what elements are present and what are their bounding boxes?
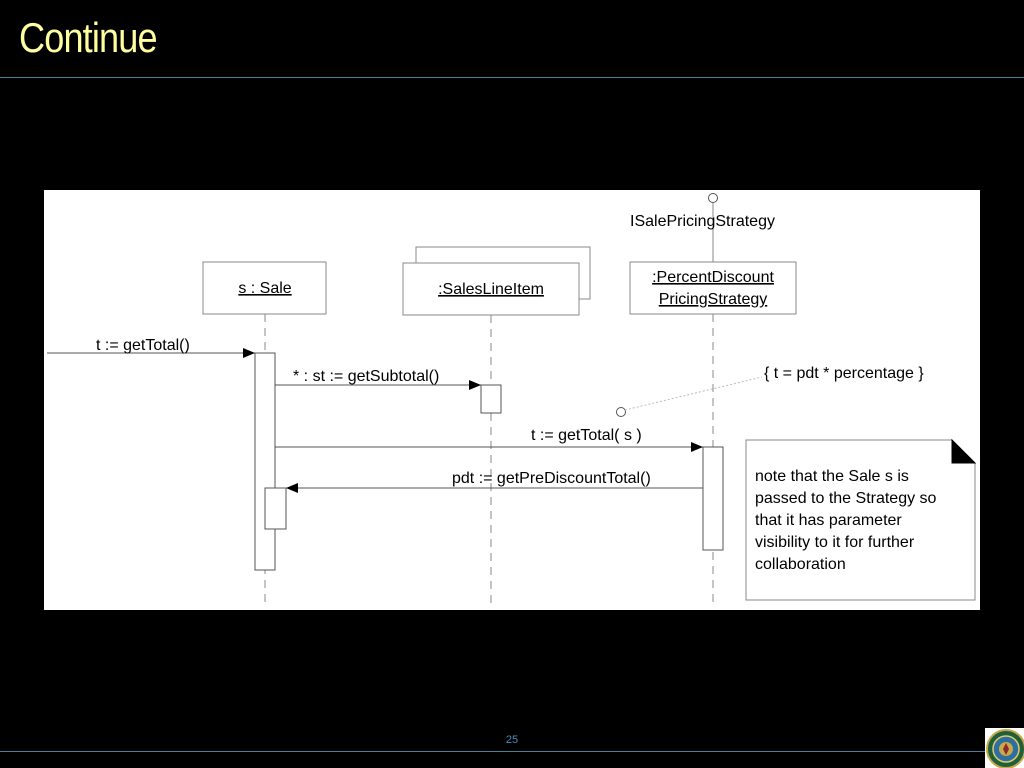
activation-sale-nested (264, 487, 287, 530)
constraint-connector (624, 376, 763, 411)
note-box (745, 439, 976, 601)
note-corner-fold-icon (951, 438, 977, 464)
interface-lollipop-icon (708, 193, 718, 203)
activation-sale (254, 352, 276, 571)
message-label-get-pre-discount: pdt := getPreDiscountTotal() (452, 470, 651, 487)
note-line: visibility to it for further (755, 534, 915, 551)
activation-sales-line-item (480, 384, 502, 414)
seal-icon (986, 729, 1024, 768)
lifeline-label-strategy-line1: :PercentDiscount (652, 269, 774, 286)
note-line: passed to the Strategy so (755, 490, 937, 507)
sequence-diagram-canvas: ISalePricingStrategy s : Sale :SalesLine… (47, 193, 977, 604)
slide-title: Continue (19, 14, 158, 61)
message-label-get-total-s: t := getTotal( s ) (531, 427, 642, 444)
note-line: that it has parameter (755, 512, 902, 529)
note-line: note that the Sale s is (755, 468, 909, 485)
activation-strategy (702, 446, 724, 551)
lifeline-head-strategy (629, 261, 797, 315)
footer-divider (0, 751, 1024, 752)
lifeline-label-sales-line-item: :SalesLineItem (438, 281, 544, 298)
constraint-anchor-icon (616, 407, 626, 417)
lifeline-label-sale: s : Sale (238, 280, 291, 297)
sequence-diagram: ISalePricingStrategy s : Sale :SalesLine… (44, 190, 980, 610)
university-seal-logo (985, 728, 1024, 768)
title-divider (0, 77, 1024, 78)
interface-label: ISalePricingStrategy (630, 213, 775, 230)
page-number: 25 (505, 734, 519, 746)
lifeline-label-strategy-line2: PricingStrategy (659, 291, 768, 308)
message-label-incoming: t := getTotal() (96, 337, 190, 354)
note-text: note that the Sale s is passed to the St… (755, 468, 941, 573)
message-label-get-subtotal: * : st := getSubtotal() (293, 368, 439, 385)
constraint-label: { t = pdt * percentage } (764, 365, 924, 382)
note-line: collaboration (755, 556, 846, 573)
